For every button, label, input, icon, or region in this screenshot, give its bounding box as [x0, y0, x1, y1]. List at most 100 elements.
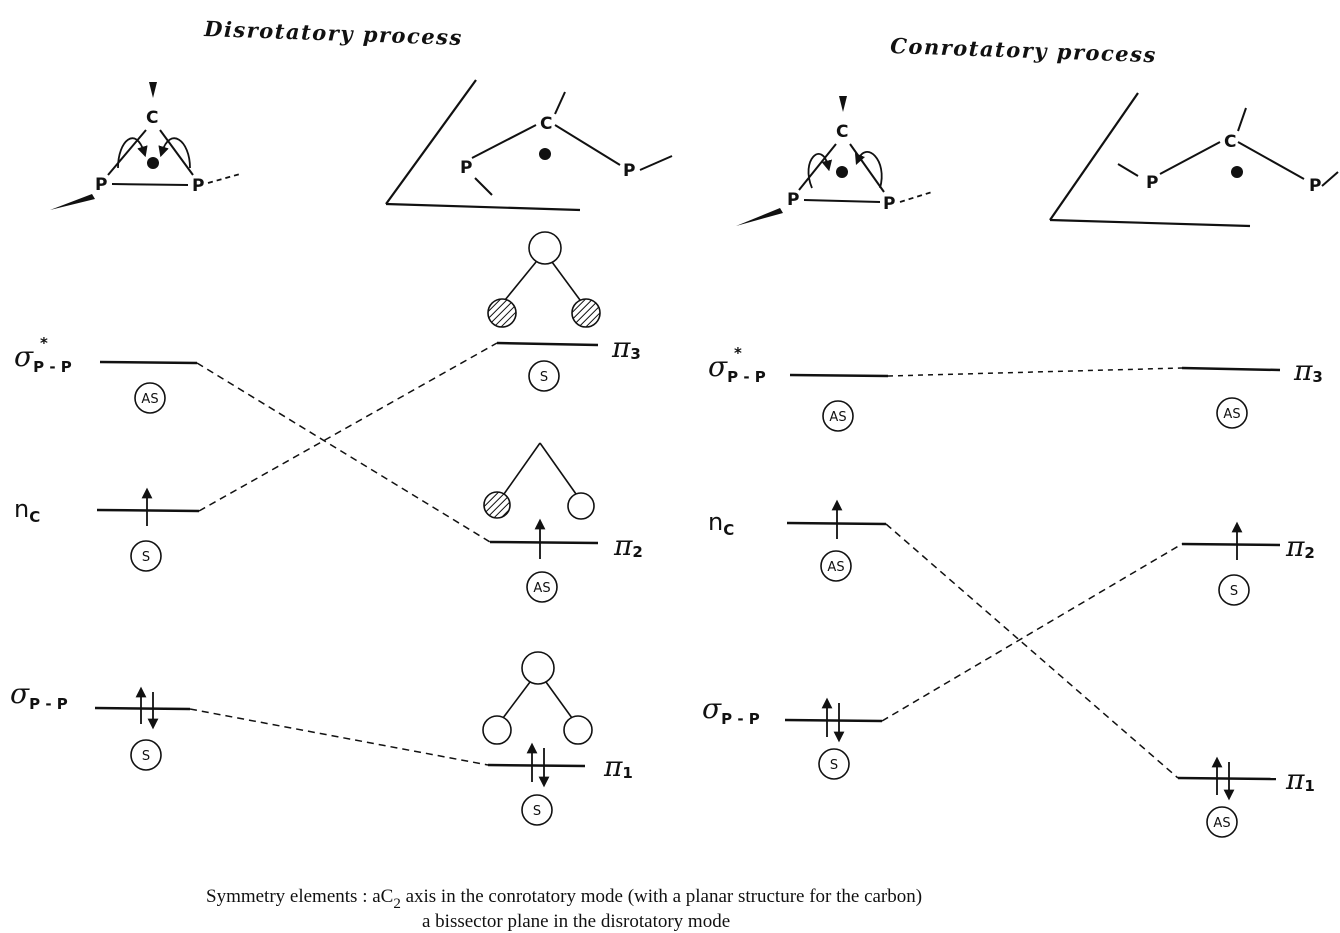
orbital-lobe-shaded — [483, 491, 511, 519]
disrotatory-level-lines — [94, 341, 599, 768]
svg-text:S: S — [142, 749, 150, 764]
symmetry-badge: AS — [1206, 806, 1238, 838]
pi3-orbital-sketch — [487, 231, 601, 328]
symmetry-badge: AS — [820, 550, 852, 582]
disrotatory-triangle-structure: C P P — [50, 82, 241, 210]
orbital-lobe — [482, 715, 512, 745]
pi2-level — [1181, 542, 1281, 547]
pi1-orbital-sketch — [482, 651, 593, 745]
star-mark: * — [40, 334, 48, 352]
carbon-atom: C — [1224, 132, 1236, 152]
orbital-lobe — [563, 715, 593, 745]
symmetry-badge: AS — [134, 382, 166, 414]
phosphorus-atom: P — [460, 158, 472, 178]
conrotatory-heading: Conrotatory process — [890, 33, 1157, 67]
electron-pair — [135, 686, 159, 730]
symmetry-badge: S — [818, 748, 850, 780]
orbital-lobe — [521, 651, 555, 685]
symmetry-badge: AS — [526, 571, 558, 603]
rotation-arrow — [855, 151, 883, 189]
wedge-bond — [839, 96, 847, 112]
disrotatory-correlation-lines — [189, 342, 498, 766]
pi3-label: π3 — [1293, 354, 1323, 387]
orbital-lobe-shaded — [487, 298, 517, 328]
wedge-bond — [149, 82, 157, 98]
phosphorus-atom: P — [883, 194, 895, 214]
symmetry-badge: S — [1218, 574, 1250, 606]
electron-pair — [821, 697, 845, 743]
lone-pair-dot — [836, 166, 848, 178]
orbital-lobe-shaded — [571, 298, 601, 328]
lone-pair-dot — [539, 148, 551, 160]
sigma-level — [94, 706, 191, 711]
carbon-atom: C — [540, 114, 552, 134]
wedge-substituent — [50, 194, 95, 210]
svg-text:S: S — [830, 758, 838, 773]
conrotatory-level-lines — [784, 366, 1281, 781]
conrotatory-correlation-lines — [881, 367, 1183, 779]
phosphorus-atom: P — [623, 161, 635, 181]
carbon-atom: C — [146, 108, 158, 128]
phosphorus-atom: P — [192, 176, 204, 196]
orbital-lobe — [528, 231, 562, 265]
symmetry-badge: S — [130, 540, 162, 572]
n-c-label: nC — [14, 495, 40, 526]
phosphorus-atom: P — [1309, 176, 1321, 196]
symmetry-badge: S — [528, 360, 560, 392]
svg-text:S: S — [1230, 584, 1238, 599]
rotation-arrow — [807, 153, 833, 189]
svg-text:AS: AS — [1213, 816, 1230, 831]
pi2-label: π2 — [1285, 530, 1315, 563]
electron-pair — [1211, 756, 1235, 801]
phosphorus-atom: P — [95, 175, 107, 195]
pi2-orbital-sketch — [483, 442, 595, 520]
n-c-level — [96, 508, 200, 513]
sigma-label: σP - P — [702, 692, 760, 728]
sigma-star-label: σP - P — [14, 340, 72, 376]
caption-line-2: a bissector plane in the disrotatory mod… — [422, 911, 730, 932]
symmetry-badge: AS — [822, 400, 854, 432]
disrotatory-open-structure: C P P — [385, 79, 673, 212]
electron-pair — [526, 742, 550, 788]
pi3-label: π3 — [611, 331, 641, 364]
conrotatory-open-structure: C P P — [1049, 92, 1339, 228]
rotation-arrow — [117, 137, 148, 169]
orbital-lobe — [567, 492, 595, 520]
svg-text:AS: AS — [1223, 407, 1240, 422]
star-mark: * — [734, 344, 742, 362]
wedge-substituent — [736, 208, 783, 226]
svg-text:S: S — [540, 370, 548, 385]
pi3-level — [1181, 366, 1281, 372]
rotation-arrow — [158, 137, 191, 169]
phosphorus-atom: P — [787, 190, 799, 210]
symmetry-badge: S — [521, 794, 553, 826]
pi1-label: π1 — [603, 750, 633, 783]
lone-pair-dot — [1231, 166, 1243, 178]
symmetry-badge: S — [130, 739, 162, 771]
carbon-atom: C — [836, 122, 848, 142]
pi1-level — [1177, 776, 1277, 781]
svg-text:AS: AS — [141, 392, 158, 407]
caption-line-1: Symmetry elements : aC2 axis in the conr… — [206, 886, 922, 912]
n-c-label: nC — [708, 508, 734, 539]
disrotatory-heading: Disrotatory process — [203, 16, 463, 50]
sigma-star-level — [789, 373, 889, 378]
lone-pair-dot — [147, 157, 159, 169]
svg-text:S: S — [142, 550, 150, 565]
svg-text:S: S — [533, 804, 541, 819]
svg-text:AS: AS — [533, 581, 550, 596]
pi1-label: π1 — [1285, 763, 1315, 796]
sigma-star-label: σP - P — [708, 350, 766, 386]
svg-text:AS: AS — [827, 560, 844, 575]
pi1-level — [487, 763, 586, 768]
sigma-star-level — [99, 360, 198, 365]
pi3-level — [496, 341, 599, 347]
phosphorus-atom: P — [1146, 173, 1158, 193]
symmetry-badge: AS — [1216, 397, 1248, 429]
sigma-level — [784, 718, 883, 723]
sigma-label: σP - P — [10, 677, 68, 713]
svg-text:AS: AS — [829, 410, 846, 425]
pi2-level — [489, 540, 599, 545]
conrotatory-triangle-structure: C P P — [736, 96, 933, 226]
